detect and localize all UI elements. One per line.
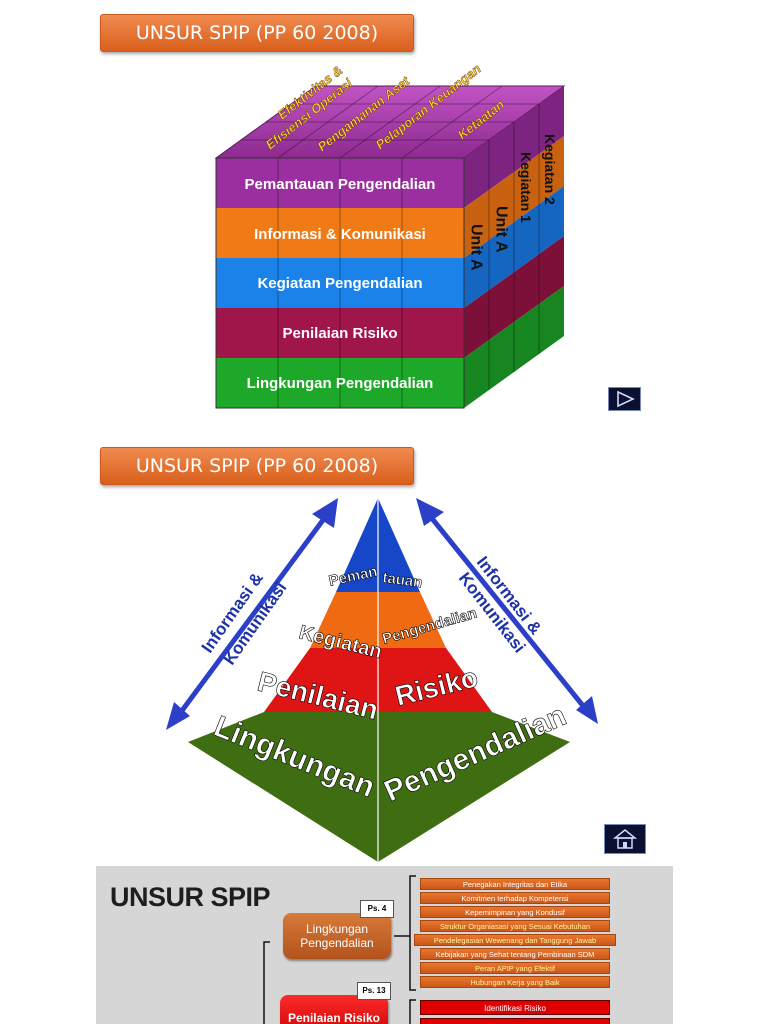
cube-side-2 — [464, 186, 564, 308]
arrow-right — [416, 498, 598, 724]
lingkungan-item-2: Kepemimpinan yang Kondusif — [420, 906, 610, 918]
cube-side-3 — [464, 236, 564, 358]
cube-side-label-3: Kegiatan 2 — [542, 134, 558, 205]
cube-side-1 — [464, 136, 564, 258]
cube-row-label-4: Lingkungan Pengendalian — [247, 375, 434, 392]
spip-cube: Pemantauan Pengendalian Informasi & Komu… — [214, 61, 566, 409]
slide1-title: UNSUR SPIP (PP 60 2008) — [100, 14, 414, 52]
home-button[interactable] — [604, 824, 646, 854]
lingkungan-item-1: Komitmen terhadap Kompetensi — [420, 892, 610, 904]
cube-side-0 — [464, 86, 564, 208]
panel-title: UNSUR SPIP — [110, 882, 271, 912]
cube-row-1 — [216, 208, 464, 258]
lingkungan-item-0: Penegakan Integritas dan Etika — [420, 878, 610, 890]
lingkungan-item-4: Pendelegasian Wewenang dan Tanggung Jawa… — [414, 934, 616, 946]
pyramid-layer-3 — [188, 712, 570, 862]
cube-row-label-2: Kegiatan Pengendalian — [257, 275, 422, 292]
pyramid-label-0-right: tauan — [381, 569, 423, 591]
lingkungan-item-3: Struktur Organiasasi yang Sesuai Kebutuh… — [420, 920, 610, 932]
cube-grid — [241, 85, 540, 408]
risk-item-0: Identifikasi Risiko — [420, 1000, 610, 1015]
lingkungan-item-5: Kebijakan yang Sehat tentang Pembinaan S… — [420, 948, 610, 960]
spip-pyramid: Informasi & Komunikasi Informasi & Komun… — [166, 498, 598, 862]
play-icon — [617, 390, 635, 408]
home-icon — [612, 829, 638, 849]
ps-tag-13: Ps. 13 — [357, 982, 391, 1000]
next-slide-button[interactable] — [608, 387, 641, 411]
slide2-title: UNSUR SPIP (PP 60 2008) — [100, 447, 414, 485]
cube-row-label-3: Penilaian Risiko — [282, 325, 397, 342]
spip-detail-panel: UNSUR SPIP Lingkungan Pengendalian Ps. 4… — [96, 866, 673, 1024]
cube-row-3 — [216, 308, 464, 358]
lingkungan-item-7: Hubungan Kerja yang Baik — [420, 976, 610, 988]
risk-item-partial — [420, 1018, 610, 1024]
lingkungan-item-6: Peran APIP yang Efektif — [420, 962, 610, 974]
cube-row-0 — [216, 158, 464, 208]
panel-brackets — [263, 875, 416, 1024]
cube-row-label-1: Informasi & Komunikasi — [254, 226, 426, 243]
arrow-left — [166, 498, 338, 730]
component-lingkungan: Lingkungan Pengendalian — [283, 913, 391, 959]
cube-side-label-1: Unit A — [493, 206, 510, 253]
cube-row-label-0: Pemantauan Pengendalian — [245, 176, 436, 193]
cube-side-4 — [464, 286, 564, 408]
cube-side-label-0: Unit A — [468, 224, 485, 271]
cube-row-4 — [216, 358, 464, 408]
cube-row-2 — [216, 258, 464, 308]
ps-tag-4: Ps. 4 — [360, 900, 394, 918]
cube-side-label-2: Kegiatan 1 — [518, 152, 534, 223]
